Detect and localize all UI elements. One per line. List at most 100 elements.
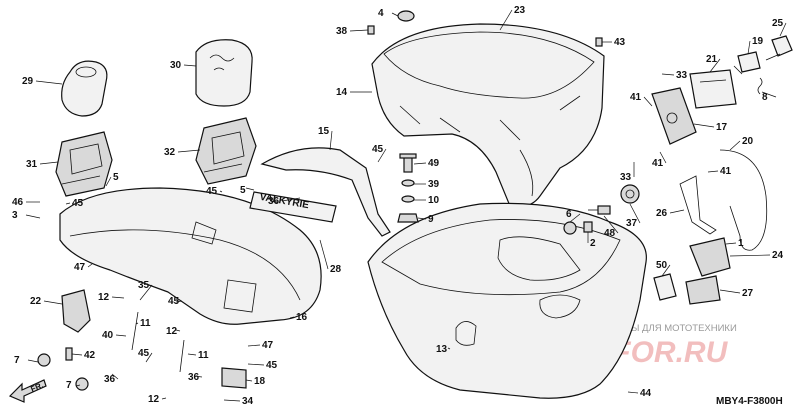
callout-28[interactable]: 28 <box>330 264 342 275</box>
callout-12[interactable]: 12 <box>148 394 160 405</box>
part-50-clip[interactable] <box>653 273 677 301</box>
part-49-bolt[interactable] <box>399 153 417 173</box>
callout-33[interactable]: 33 <box>620 172 632 183</box>
callout-17[interactable]: 17 <box>716 122 728 133</box>
part-22-bracket[interactable] <box>61 289 91 333</box>
callout-49[interactable]: 49 <box>428 158 440 169</box>
callout-45[interactable]: 45 <box>372 144 384 155</box>
part-30-lid-pad[interactable] <box>195 39 253 107</box>
callout-24[interactable]: 24 <box>772 250 784 261</box>
callout-39[interactable]: 39 <box>428 179 440 190</box>
callout-7[interactable]: 7 <box>66 380 72 391</box>
callout-12[interactable]: 12 <box>166 326 178 337</box>
callout-21[interactable]: 21 <box>706 54 718 65</box>
callout-10[interactable]: 10 <box>428 195 440 206</box>
part-21-hinge[interactable] <box>689 69 737 109</box>
part-19-key-cylinder[interactable] <box>733 51 761 75</box>
callout-30[interactable]: 30 <box>170 60 182 71</box>
callout-25[interactable]: 25 <box>772 18 784 29</box>
callout-18[interactable]: 18 <box>254 376 266 387</box>
callout-11[interactable]: 11 <box>140 318 151 329</box>
callout-43[interactable]: 43 <box>614 37 626 48</box>
part-37-grommet[interactable] <box>620 184 640 204</box>
part-24-latch[interactable] <box>689 237 731 277</box>
callout-45[interactable]: 45 <box>138 348 150 359</box>
callout-9[interactable]: 9 <box>428 214 434 225</box>
callout-22[interactable]: 22 <box>30 296 42 307</box>
callout-36[interactable]: 36 <box>268 196 280 207</box>
callout-37[interactable]: 37 <box>626 218 638 229</box>
callout-41[interactable]: 41 <box>720 166 732 177</box>
part-32-backrest-bracket[interactable] <box>195 117 257 185</box>
part-38-screw[interactable] <box>367 25 375 35</box>
part-8-spring[interactable] <box>757 77 763 95</box>
part-9-nut[interactable] <box>397 213 419 223</box>
part-14-inner-tray[interactable] <box>371 23 605 208</box>
callout-27[interactable]: 27 <box>742 288 754 299</box>
part-18-bracket[interactable] <box>221 367 247 389</box>
part-11-stay[interactable] <box>131 311 185 373</box>
part-31-backrest-bracket[interactable] <box>55 131 113 197</box>
callout-45[interactable]: 45 <box>168 296 180 307</box>
part-10-washer[interactable] <box>401 195 415 203</box>
part-43-screw[interactable] <box>595 37 603 47</box>
callout-42[interactable]: 42 <box>84 350 96 361</box>
part-15-guard-bracket[interactable] <box>260 147 391 237</box>
callout-34[interactable]: 34 <box>242 396 254 407</box>
callout-32[interactable]: 32 <box>164 147 176 158</box>
callout-35[interactable]: 35 <box>138 280 150 291</box>
callout-40[interactable]: 40 <box>102 330 114 341</box>
callout-47[interactable]: 47 <box>74 262 86 273</box>
part-29-seat-pad[interactable] <box>61 60 108 117</box>
part-27-latch-plate[interactable] <box>685 275 721 305</box>
callout-26[interactable]: 26 <box>656 208 668 219</box>
callout-12[interactable]: 12 <box>98 292 110 303</box>
part-16-rear-cover[interactable] <box>59 187 322 325</box>
callout-2[interactable]: 2 <box>590 238 596 249</box>
callout-41[interactable]: 41 <box>652 158 664 169</box>
part-7-grommet[interactable] <box>37 353 89 391</box>
part-25-key[interactable] <box>765 35 793 61</box>
callout-8[interactable]: 8 <box>762 92 768 103</box>
callout-38[interactable]: 38 <box>336 26 348 37</box>
callout-41[interactable]: 41 <box>630 92 642 103</box>
callout-13[interactable]: 13 <box>436 344 448 355</box>
callout-47[interactable]: 47 <box>262 340 274 351</box>
callout-16[interactable]: 16 <box>296 312 308 323</box>
part-17-lock-plate[interactable] <box>651 87 697 145</box>
callout-31[interactable]: 31 <box>26 159 38 170</box>
callout-7[interactable]: 7 <box>14 355 20 366</box>
callout-45[interactable]: 45 <box>72 198 84 209</box>
callout-50[interactable]: 50 <box>656 260 668 271</box>
callout-36[interactable]: 36 <box>104 374 116 385</box>
callout-46[interactable]: 46 <box>12 197 24 208</box>
callout-15[interactable]: 15 <box>318 126 330 137</box>
part-26-bracket[interactable] <box>679 175 717 235</box>
callout-5[interactable]: 5 <box>240 185 246 196</box>
part-6-washer[interactable] <box>563 221 577 235</box>
callout-11[interactable]: 11 <box>198 350 209 361</box>
callout-1[interactable]: 1 <box>738 238 744 249</box>
callout-45[interactable]: 45 <box>266 360 278 371</box>
callout-20[interactable]: 20 <box>742 136 754 147</box>
part-13-lower-case[interactable] <box>367 202 647 399</box>
callout-44[interactable]: 44 <box>640 388 652 399</box>
callout-23[interactable]: 23 <box>514 5 526 16</box>
callout-45[interactable]: 45 <box>206 186 218 197</box>
part-20-cable[interactable] <box>719 149 768 251</box>
part-2-collar[interactable] <box>583 221 593 233</box>
callout-3[interactable]: 3 <box>12 210 18 221</box>
callout-36[interactable]: 36 <box>188 372 200 383</box>
callout-19[interactable]: 19 <box>752 36 764 47</box>
callout-14[interactable]: 14 <box>336 87 348 98</box>
part-42-bolt[interactable] <box>65 347 73 361</box>
callout-6[interactable]: 6 <box>566 209 572 220</box>
part-39-washer[interactable] <box>401 179 415 187</box>
callout-48[interactable]: 48 <box>604 228 616 239</box>
callout-4[interactable]: 4 <box>378 8 384 19</box>
callout-29[interactable]: 29 <box>22 76 34 87</box>
part-48-bolt[interactable] <box>588 205 611 215</box>
part-4-cap[interactable] <box>397 10 415 22</box>
callout-5[interactable]: 5 <box>113 172 119 183</box>
callout-33[interactable]: 33 <box>676 70 688 81</box>
